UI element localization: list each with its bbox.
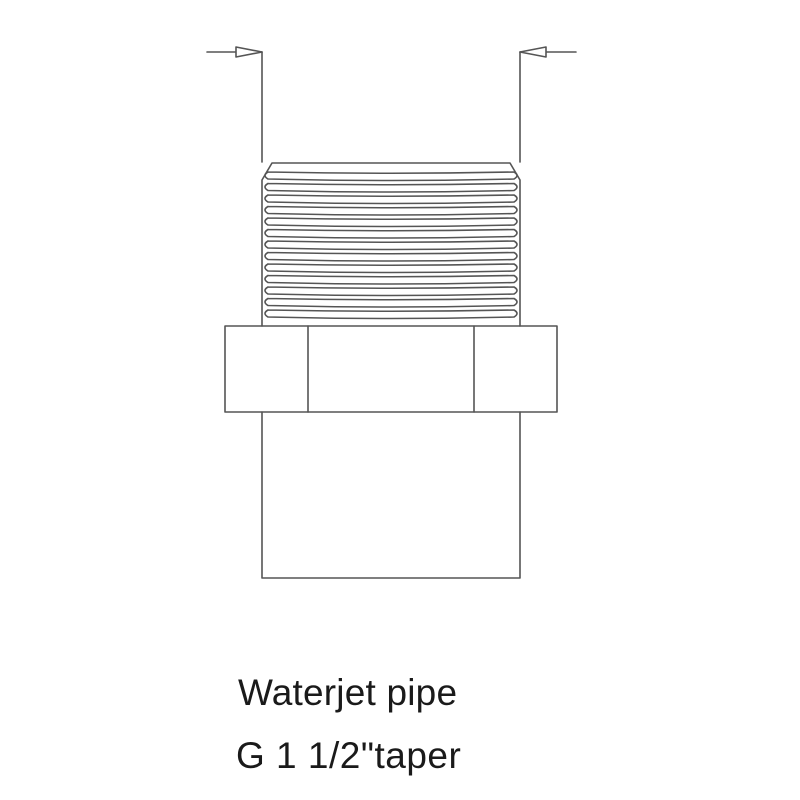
thread-crest <box>264 240 518 251</box>
thread-crest <box>264 251 518 262</box>
hex-nut <box>224 325 558 413</box>
thread-crest <box>264 228 518 239</box>
thread-crest <box>264 286 518 297</box>
thread-crest <box>264 309 518 320</box>
thread-crest <box>264 205 518 216</box>
thread-crest <box>264 217 518 228</box>
thread-crest <box>264 182 518 193</box>
thread-crest <box>264 274 518 285</box>
thread-crest <box>264 171 518 182</box>
thread-lines <box>264 171 518 320</box>
caption-pipe-name: Waterjet pipe <box>238 672 458 713</box>
pipe-body <box>261 411 521 579</box>
left-arrow-icon <box>235 46 263 58</box>
thread-crest <box>264 263 518 274</box>
thread-outline <box>261 162 521 327</box>
right-arrow-icon <box>519 46 547 58</box>
thread-crest <box>264 194 518 205</box>
thread-crest <box>264 297 518 308</box>
caption-thread-spec: G 1 1/2"taper <box>236 735 462 776</box>
